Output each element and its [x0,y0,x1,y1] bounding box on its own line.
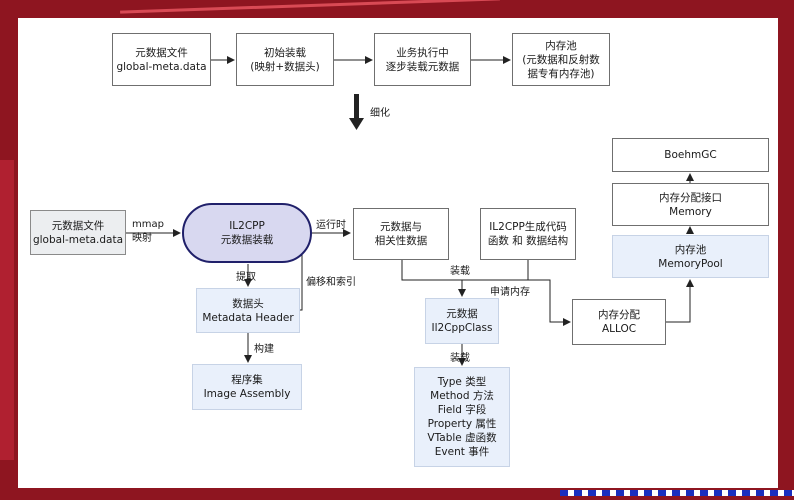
top-node-memory-pool: 内存池 (元数据和反射数 据专有内存池) [512,33,610,86]
offset-index-label: 偏移和索引 [306,277,356,288]
arrow-request [462,279,571,326]
mmap-label: mmap 映射 [132,219,164,244]
boehmgc-node: BoehmGC [612,138,769,172]
image-assembly-node: 程序集 Image Assembly [192,364,302,410]
vtable-item: VTable 虚函数 [427,432,497,444]
arrow-alloc-pool [666,279,694,323]
background-stripe-left [0,160,14,460]
il2cppclass-node: 元数据 Il2CppClass [425,298,499,344]
property-item: Property 属性 [427,418,497,430]
memory-pool-node: 内存池 MemoryPool [612,235,769,278]
runtime-label: 运行时 [316,220,346,231]
top-node-initial-load: 初始装载 (映射+数据头) [236,33,334,86]
request-memory-label: 申请内存 [490,287,530,298]
il2cpp-generated-code-node: IL2CPP生成代码 函数 和 数据结构 [480,208,576,260]
build-label: 构建 [254,344,274,355]
type-item: Type 类型 [437,376,487,388]
refine-arrow-shaft [354,94,359,120]
event-item: Event 事件 [434,446,490,458]
refine-arrow-head [349,118,364,130]
memory-interface-node: 内存分配接口 Memory [612,183,769,226]
refine-label: 细化 [370,108,390,119]
arrow-offset [300,233,303,311]
il2cpp-loader-node: IL2CPP 元数据装载 [182,203,312,263]
method-item: Method 方法 [430,390,494,402]
metadata-header-node: 数据头 Metadata Header [196,288,300,333]
top-node-metadata-file: 元数据文件 global-meta.data [112,33,211,86]
top-node-business-exec: 业务执行中 逐步装载元数据 [374,33,471,86]
alloc-node: 内存分配 ALLOC [572,299,666,345]
extract-label: 提取 [236,272,256,283]
metadata-relation-node: 元数据与 相关性数据 [353,208,449,260]
type-list-node: Type 类型 Method 方法 Field 字段 Property 属性 V… [414,367,510,467]
background-stripe-bottom [560,490,794,496]
load-label: 装载 [450,266,470,277]
load-label-2: 装载 [450,353,470,364]
field-item: Field 字段 [437,404,487,416]
detail-node-metadata-file: 元数据文件 global-meta.data [30,210,126,255]
